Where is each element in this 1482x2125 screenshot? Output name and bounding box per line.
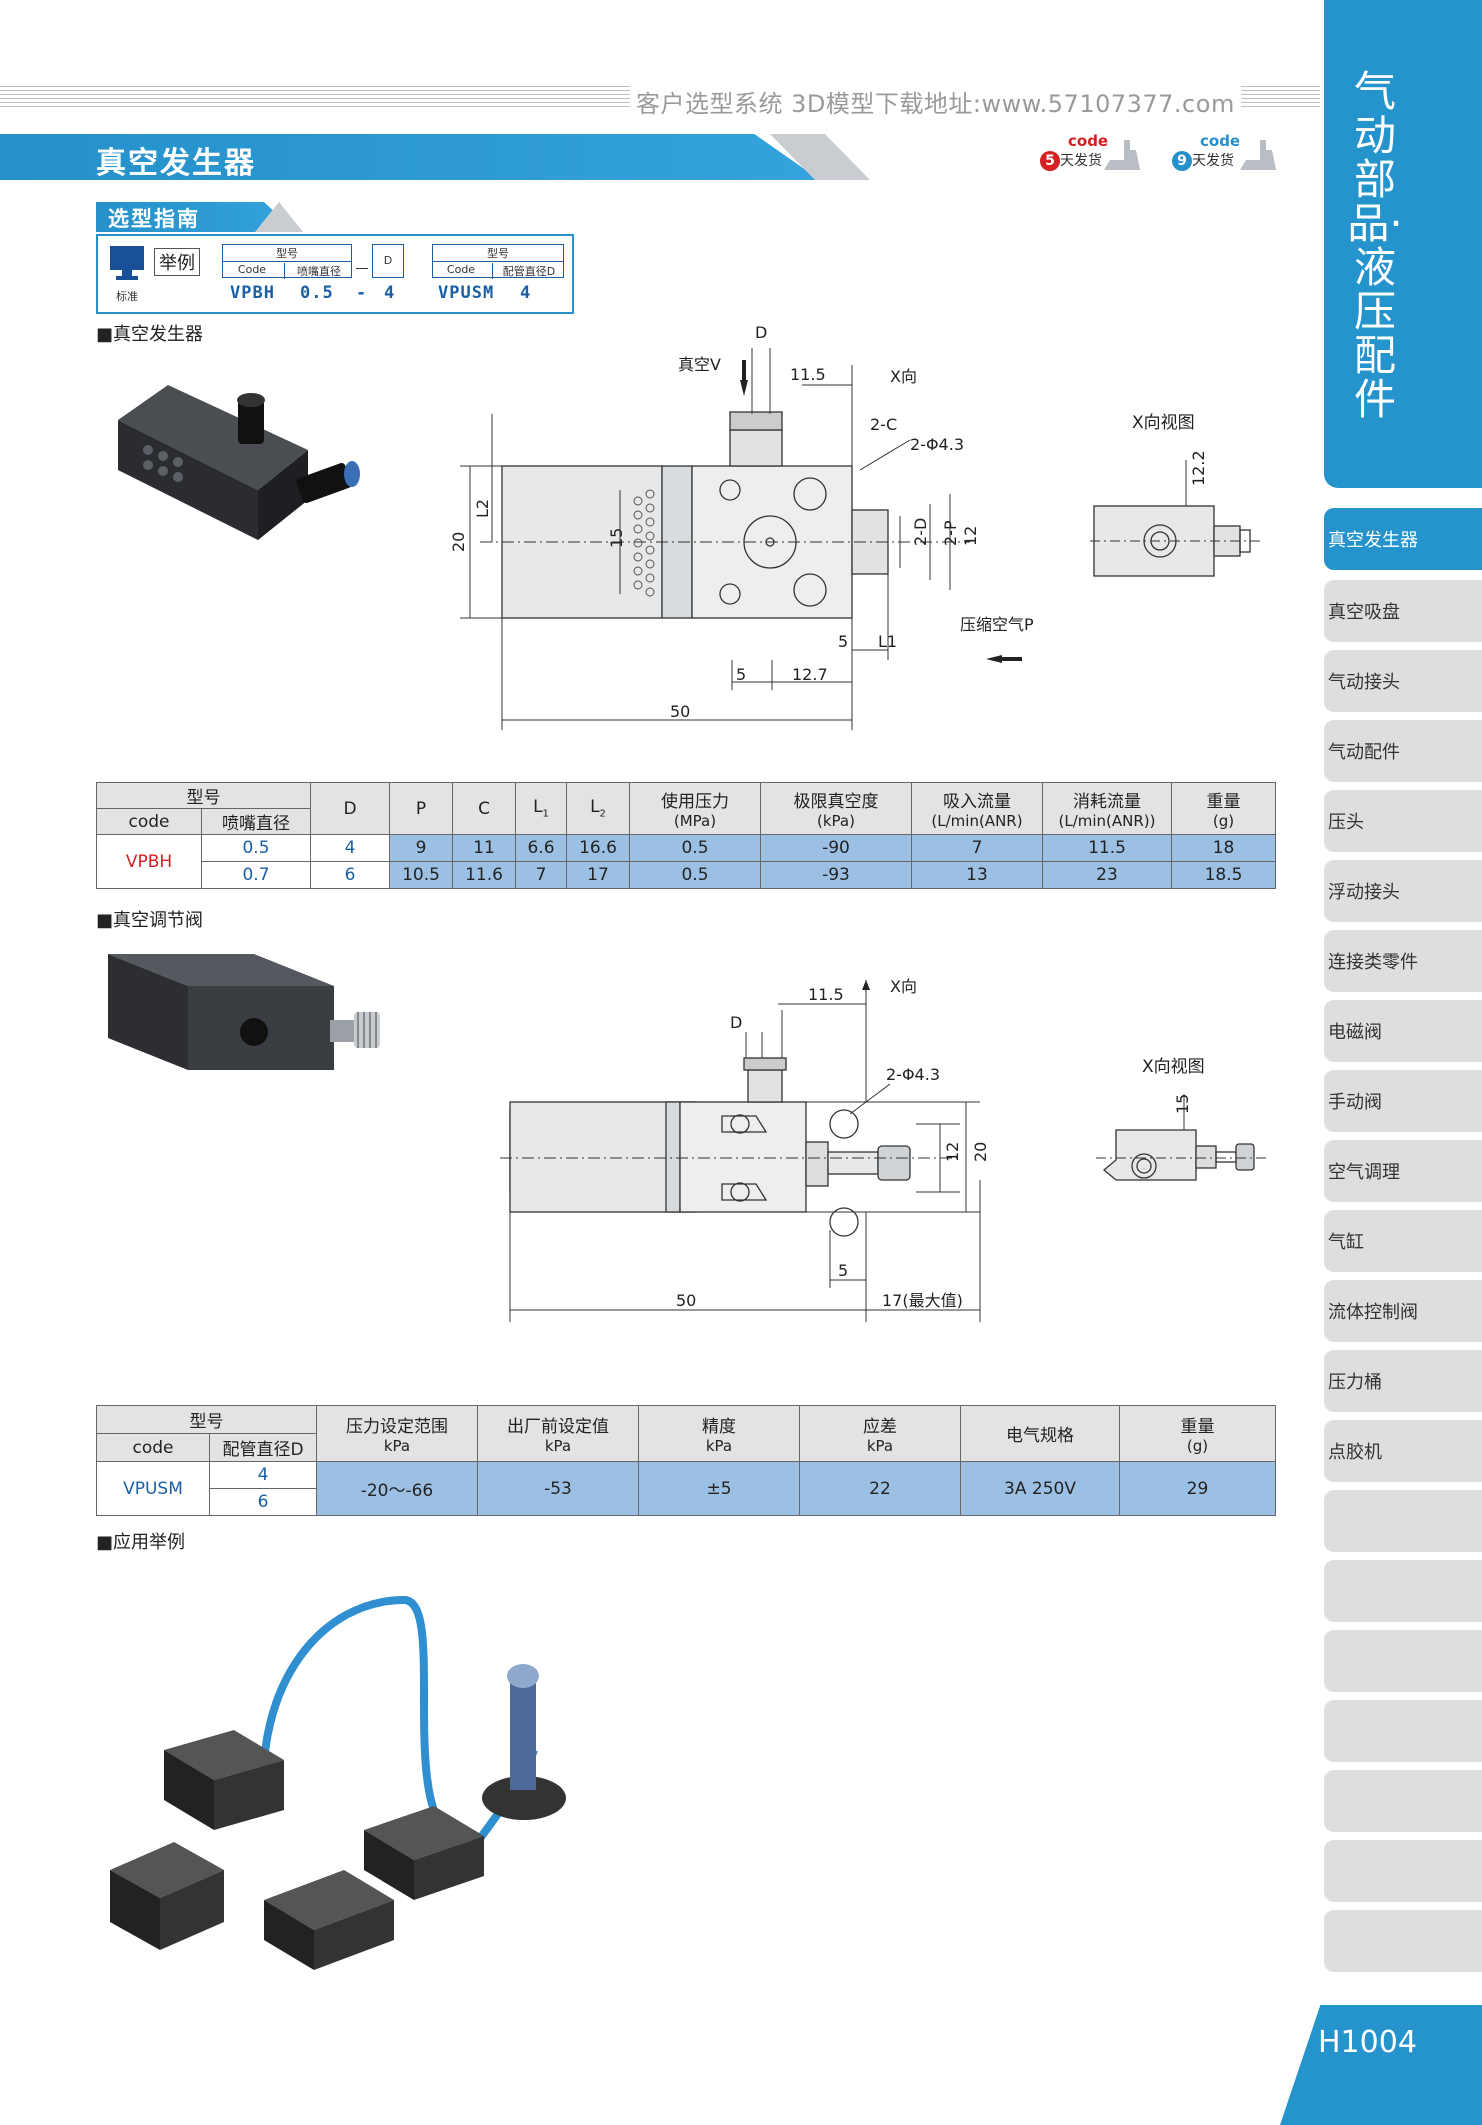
svg-text:5: 5 xyxy=(736,665,746,684)
sidebar-item-3[interactable]: 气动接头 xyxy=(1324,650,1482,712)
svg-text:12.7: 12.7 xyxy=(792,665,828,684)
sidebar-item-9[interactable]: 手动阀 xyxy=(1324,1070,1482,1132)
svg-text:17(最大值): 17(最大值) xyxy=(882,1291,963,1310)
svg-text:12: 12 xyxy=(943,1142,962,1162)
application-photo xyxy=(110,1595,566,1970)
svg-text:11.5: 11.5 xyxy=(790,365,826,384)
svg-text:X向: X向 xyxy=(890,977,917,996)
vacuum-generator-photo xyxy=(118,385,360,540)
svg-text:D: D xyxy=(755,323,767,342)
svg-text:X向: X向 xyxy=(890,367,917,386)
svg-text:L2: L2 xyxy=(473,499,492,518)
sidebar-empty-tab xyxy=(1324,1770,1482,1832)
guide-value-nozzle: 0.5 xyxy=(300,283,334,303)
sidebar-item-10[interactable]: 空气调理 xyxy=(1324,1140,1482,1202)
sidebar-empty-tab xyxy=(1324,1910,1482,1972)
sidebar-empty-tab xyxy=(1324,1630,1482,1692)
svg-text:11.5: 11.5 xyxy=(808,985,844,1004)
vacuum-generator-drawing: D 真空V 11.5 X向 2-C 2-Φ4.3 X向视图 L2 20 15 2… xyxy=(449,323,1034,730)
svg-text:2-D: 2-D xyxy=(911,518,930,546)
svg-text:2-C: 2-C xyxy=(870,415,897,434)
sidebar-empty-tab xyxy=(1324,1490,1482,1552)
svg-text:50: 50 xyxy=(676,1291,696,1310)
svg-text:20: 20 xyxy=(449,532,468,552)
sidebar-item-2[interactable]: 真空吸盘 xyxy=(1324,580,1482,642)
guide-tab-label: 选型指南 xyxy=(108,207,200,231)
drawing1-xview-label: X向视图 xyxy=(1132,413,1195,433)
standard-label: 标准 xyxy=(116,290,138,303)
vacuum-generator-spec-table: 型号 D P C L1 L2 使用压力(MPa) 极限真空度(kPa) 吸入流量… xyxy=(96,782,1276,889)
svg-text:5: 5 xyxy=(838,632,848,651)
svg-text:20: 20 xyxy=(971,1142,990,1162)
guide-value-code: VPBH xyxy=(230,283,275,303)
svg-text:真空V: 真空V xyxy=(678,355,721,374)
sidebar-item-14[interactable]: 点胶机 xyxy=(1324,1420,1482,1482)
guide-value-pipe: 4 xyxy=(520,283,532,303)
vacuum-regulator-xview: 15 xyxy=(1096,1094,1266,1181)
page-title: 真空发生器 xyxy=(96,146,256,181)
svg-text:15: 15 xyxy=(1173,1094,1192,1114)
title-bar xyxy=(0,134,820,180)
example-label: 举例 xyxy=(154,248,200,276)
vacuum-regulator-photo xyxy=(108,954,380,1070)
monitor-icon xyxy=(110,246,144,280)
sidebar-title: 气动部品·液压配件 xyxy=(1347,67,1403,424)
drawing2-xview-label: X向视图 xyxy=(1142,1057,1205,1077)
sidebar-item-11[interactable]: 气缸 xyxy=(1324,1210,1482,1272)
truck-icon xyxy=(1240,140,1276,170)
svg-text:2-P: 2-P xyxy=(941,520,960,546)
sidebar-item-4[interactable]: 气动配件 xyxy=(1324,720,1482,782)
svg-text:5: 5 xyxy=(838,1261,848,1280)
guide-d-box: D xyxy=(372,244,404,278)
svg-text:压缩空气P: 压缩空气P xyxy=(960,615,1034,634)
sidebar-item-6[interactable]: 浮动接头 xyxy=(1324,860,1482,922)
svg-text:2-Φ4.3: 2-Φ4.3 xyxy=(910,435,964,454)
svg-text:2-Φ4.3: 2-Φ4.3 xyxy=(886,1065,940,1084)
guide-value-code2: VPUSM xyxy=(438,283,495,303)
svg-text:12: 12 xyxy=(961,526,980,546)
guide-box xyxy=(96,234,574,314)
svg-text:12.2: 12.2 xyxy=(1189,450,1208,486)
svg-text:50: 50 xyxy=(670,702,690,721)
page-number-tab xyxy=(1280,2005,1482,2125)
site-url-text: 客户选型系统 3D模型下载地址:www.57107377.com xyxy=(630,84,1241,119)
truck-icon xyxy=(1104,140,1140,170)
sidebar-item-12[interactable]: 流体控制阀 xyxy=(1324,1280,1482,1342)
sidebar-item-5[interactable]: 压头 xyxy=(1324,790,1482,852)
section-vacuum-generator: ■真空发生器 xyxy=(96,324,204,345)
svg-text:L1: L1 xyxy=(878,632,897,651)
guide-value-d: 4 xyxy=(384,283,396,303)
page-number: H1004 xyxy=(1318,2025,1417,2060)
sidebar-item-1[interactable]: 真空发生器 xyxy=(1324,508,1482,570)
sidebar-empty-tab xyxy=(1324,1840,1482,1902)
section-application: ■应用举例 xyxy=(96,1532,186,1553)
sidebar-item-8[interactable]: 电磁阀 xyxy=(1324,1000,1482,1062)
sidebar-empty-tab xyxy=(1324,1700,1482,1762)
svg-text:15: 15 xyxy=(607,528,626,548)
vacuum-generator-xview: 12.2 xyxy=(1090,450,1260,577)
sidebar-empty-tab xyxy=(1324,1560,1482,1622)
sidebar-item-13[interactable]: 压力桶 xyxy=(1324,1350,1482,1412)
vacuum-regulator-drawing: X向 11.5 D 2-Φ4.3 12 20 5 50 17(最大值) xyxy=(500,977,990,1322)
section-vacuum-regulator: ■真空调节阀 xyxy=(96,910,204,931)
svg-text:D: D xyxy=(730,1013,742,1032)
sidebar-header xyxy=(1324,0,1482,488)
sidebar-item-7[interactable]: 连接类零件 xyxy=(1324,930,1482,992)
